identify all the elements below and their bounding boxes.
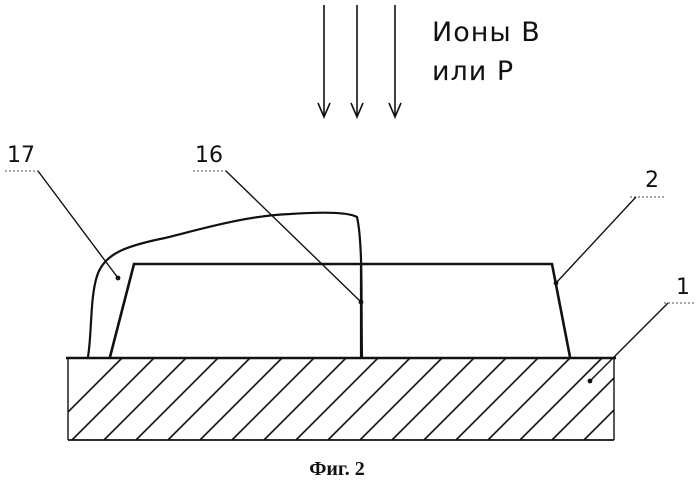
ref-2: 2 (554, 168, 666, 285)
ref-2-leader (556, 197, 636, 283)
ref-1: 1 (588, 275, 696, 383)
ref-17-dot (116, 276, 121, 281)
ref-17-leader (38, 171, 118, 278)
ref-2-label: 2 (645, 168, 659, 193)
ions-label-line1: Ионы В (432, 17, 541, 48)
substrate-hatching (40, 358, 666, 440)
ref-17: 17 (5, 143, 120, 280)
ref-16-label: 16 (195, 143, 223, 168)
ref-1-label: 1 (676, 275, 690, 300)
layer-2-trapezoid (110, 264, 570, 357)
ref-16-leader (226, 171, 361, 302)
figure-caption: Фиг. 2 (309, 458, 365, 480)
ion-beam-arrows (318, 5, 401, 117)
ions-label-line2: или Р (432, 56, 514, 87)
substrate-1 (40, 358, 666, 440)
ref-1-leader (590, 303, 668, 381)
ref-16-dot (359, 300, 364, 305)
ref-2-dot (554, 281, 559, 286)
ref-17-label: 17 (7, 143, 35, 168)
ref-1-dot (588, 379, 593, 384)
